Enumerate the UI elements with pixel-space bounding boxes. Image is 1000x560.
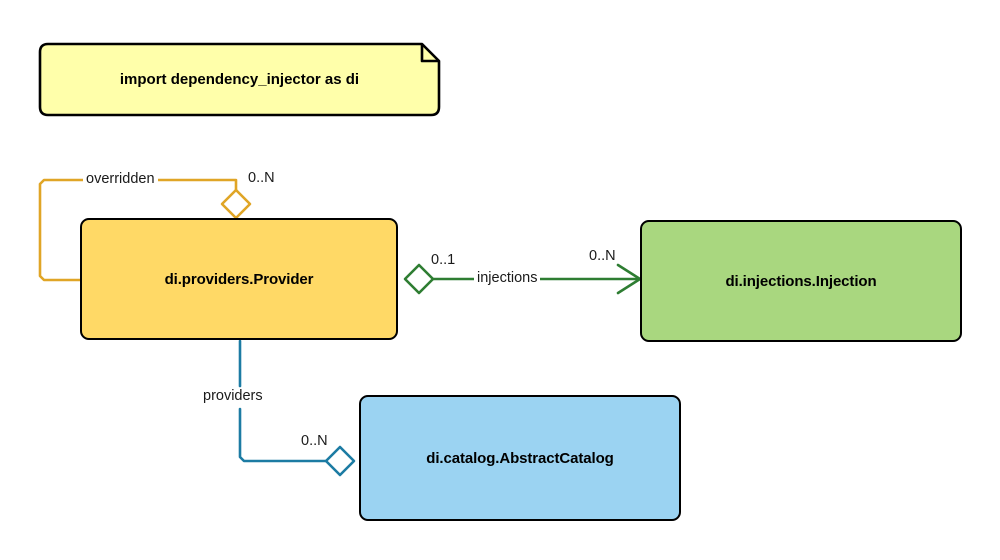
node-injection-label: di.injections.Injection [725,272,877,290]
edge-multiplicity-injections-source: 0..1 [431,252,456,268]
edge-overridden-path [38,178,238,282]
note-import-text: import dependency_injector as di [119,71,360,88]
edge-multiplicity-injections-target: 0..N [589,248,616,264]
node-catalog-label: di.catalog.AbstractCatalog [426,449,614,467]
edge-multiplicity-providers-target: 0..N [301,433,328,449]
edge-label-injections: injections [474,270,541,287]
node-di-injections-injection[interactable]: di.injections.Injection [640,220,962,342]
edge-providers-diamond-icon [324,445,356,477]
node-di-catalog-abstractcatalog[interactable]: di.catalog.AbstractCatalog [359,395,681,521]
edge-providers[interactable] [238,339,356,477]
edge-overridden-diamond-icon [220,188,252,220]
edge-injections-diamond-icon [403,263,435,295]
edge-label-providers: providers [200,388,266,405]
edge-label-overridden: overridden [83,171,158,188]
node-di-providers-provider[interactable]: di.providers.Provider [80,218,398,340]
edge-multiplicity-overridden-target: 0..N [248,170,275,186]
edge-providers-path-lower [238,407,328,463]
node-provider-label: di.providers.Provider [164,270,314,288]
note-import-statement[interactable]: import dependency_injector as di [38,42,441,117]
note-shape-icon [38,42,441,117]
